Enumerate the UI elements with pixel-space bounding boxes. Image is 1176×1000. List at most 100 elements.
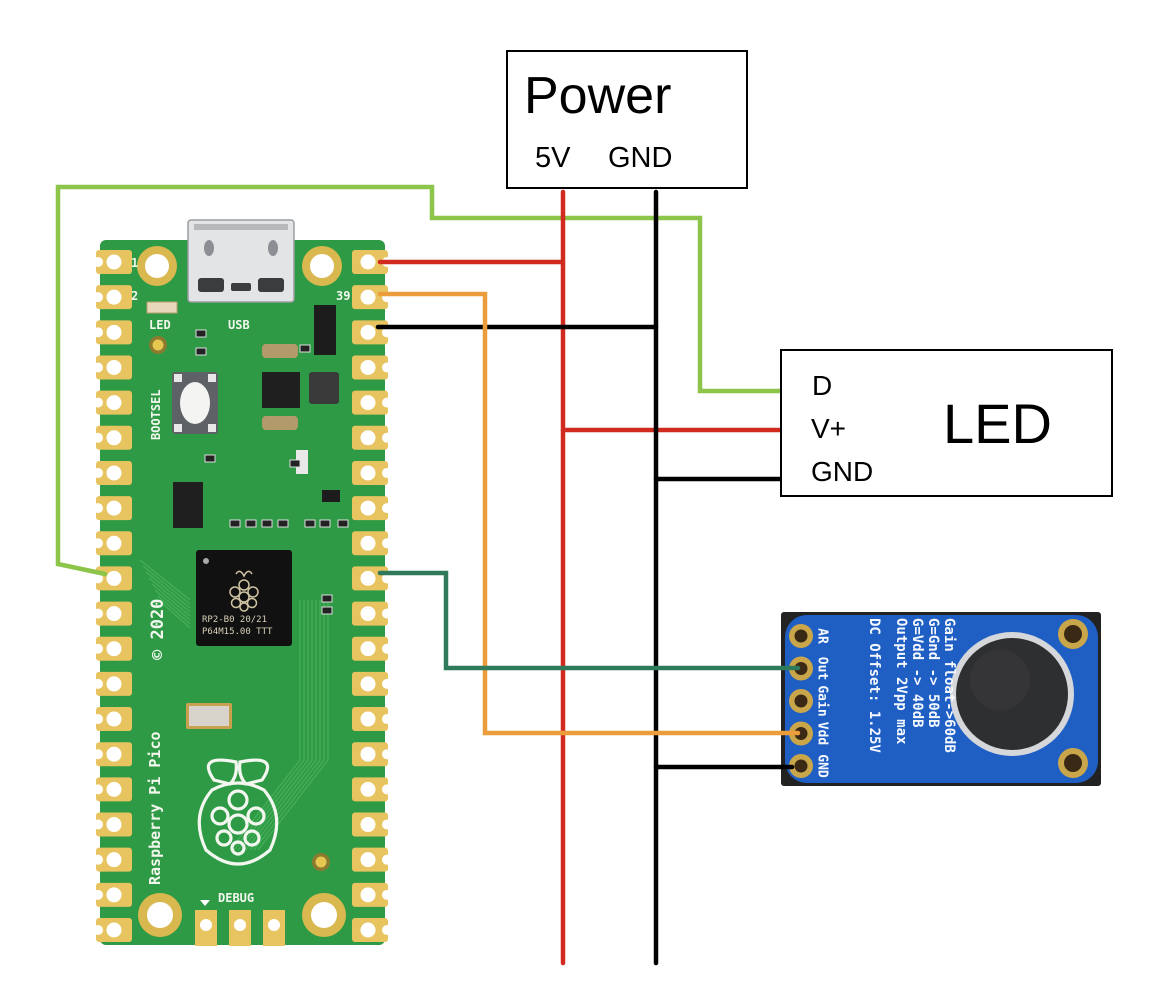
inductor: [309, 372, 339, 404]
power-title: Power: [524, 67, 671, 125]
mic-pin-label: AR: [815, 628, 830, 644]
pico-pin-pad: [93, 390, 132, 415]
smd-components: [195, 329, 349, 615]
pico-pin-pad: [93, 636, 132, 661]
pcb-trace: [142, 565, 191, 605]
pico-pin-pad: [352, 742, 392, 767]
led-title: LED: [943, 392, 1052, 455]
capacitor: [262, 416, 298, 430]
pico-pin-pad: [352, 777, 392, 802]
pico-pin-pad: [352, 460, 392, 485]
pico-pin-pad: [93, 320, 132, 345]
mic-pin-out: [789, 656, 813, 681]
pico-pin-pad: [352, 250, 392, 274]
mounting-hole: [302, 893, 346, 937]
pico-pin-pad: [93, 250, 132, 274]
rp2040-chip: RP2-B0 20/21 P64M15.00 TTT: [196, 550, 292, 646]
led-pin-vplus: V+: [811, 413, 846, 444]
mic-spec-note: DC Offset: 1.25V: [866, 618, 882, 753]
mic-pin-vdd: [789, 721, 813, 746]
smd-part: [277, 519, 289, 528]
pcb-trace: [151, 583, 191, 617]
raspberry-logo-icon: [229, 570, 259, 612]
flash-chip: [173, 482, 203, 528]
pico-pin-pad: [352, 355, 392, 380]
pico-pin-pad: [93, 742, 132, 767]
pcb-trace: [148, 577, 191, 613]
electret-microphone: [950, 632, 1074, 756]
pcb-trace: [257, 600, 329, 851]
pin39-label: 39: [336, 289, 350, 303]
led-strip-box: D V+ GND LED: [780, 349, 1113, 497]
smd-part: [319, 519, 331, 528]
pico-pin-pad: [352, 601, 392, 626]
smd-part: [321, 594, 333, 603]
bootsel-button[interactable]: [172, 372, 218, 434]
diode: [314, 305, 336, 355]
raspberry-pi-pico-board: RP2-B0 20/21 P64M15.00 TTT 1: [93, 219, 392, 946]
power-terminal-gnd: GND: [608, 142, 672, 174]
smd-part: [229, 519, 241, 528]
mic-pin-header: [789, 624, 813, 778]
pico-pin-pad: [352, 847, 392, 872]
pico-pin-pad: [352, 496, 392, 521]
smd-part: [304, 519, 316, 528]
pcb-traces: [139, 559, 329, 851]
mounting-hole: [138, 893, 182, 937]
power-supply-box: Power 5V GND: [506, 50, 748, 189]
pin2-label: 2: [131, 289, 138, 303]
smd-part: [337, 519, 349, 528]
pico-pin-pad: [352, 636, 392, 661]
mic-pin-label: Out: [815, 657, 830, 680]
usb-label: USB: [228, 318, 250, 332]
pico-pin-pad: [352, 918, 392, 942]
pico-pin-pad: [93, 425, 132, 450]
power-terminal-5v: 5V: [535, 142, 571, 174]
led-pin-gnd: GND: [811, 456, 873, 487]
pico-pin-pad: [352, 566, 392, 591]
pico-pin-pad: [93, 918, 132, 942]
mic-pin-ar: [789, 624, 813, 648]
pico-pin-pad: [352, 390, 392, 415]
pcb-trace: [229, 600, 301, 851]
pico-pin-pad: [93, 601, 132, 626]
mic-spec-note: G=Gnd -> 50dB: [925, 618, 941, 728]
pico-pin-pad: [93, 460, 132, 485]
mounting-hole: [137, 246, 177, 286]
pcb-trace: [145, 571, 191, 609]
chip-marking-line2: P64M15.00 TTT: [202, 627, 273, 637]
led-pin-d: D: [812, 370, 832, 401]
wires: [55, 184, 801, 966]
wire-data-to-led[interactable]: [55, 184, 785, 577]
mic-pin-label: Gain: [815, 685, 830, 716]
bootsel-label: BOOTSEL: [149, 389, 163, 440]
pin1-label: 1: [131, 256, 138, 270]
capacitor: [262, 344, 298, 358]
usb-connector: [187, 219, 295, 303]
smd-part: [261, 519, 273, 528]
wire-3v3-to-mic[interactable]: [377, 291, 801, 736]
mic-spec-note: Gain float->60dB: [941, 618, 957, 753]
wire-adc-to-mic-out[interactable]: [377, 570, 801, 671]
debug-header: [195, 900, 285, 946]
pico-left-pin-header: [93, 250, 132, 942]
smd-part: [195, 347, 207, 356]
smd-part: [321, 606, 333, 615]
pico-pin-pad: [93, 496, 132, 521]
pico-pin-pad: [93, 847, 132, 872]
pico-pin-pad: [352, 320, 392, 345]
smd-part: [204, 454, 216, 463]
mic-pin-label: Vdd: [815, 722, 830, 745]
pico-pin-pad: [93, 671, 132, 696]
pico-pin-pad: [93, 285, 132, 310]
onboard-led: [146, 301, 178, 314]
pico-pin-pad: [93, 355, 132, 380]
chip-marking-line1: RP2-B0 20/21: [202, 615, 267, 625]
mic-pin-label: GND: [815, 754, 830, 778]
pcb-trace: [233, 600, 305, 851]
pcb-trace: [154, 589, 191, 621]
pico-pin-pad: [93, 812, 132, 837]
